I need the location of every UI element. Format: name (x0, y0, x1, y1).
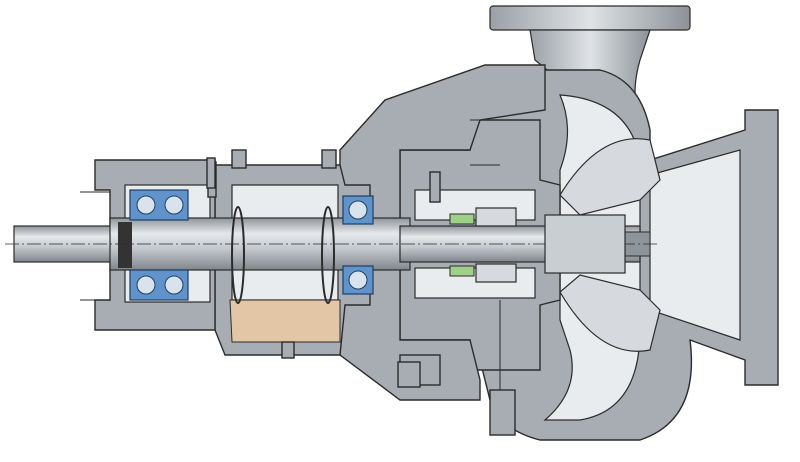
bearing-right-top (342, 195, 374, 225)
mechanical-seal (449, 207, 517, 283)
bearing-pair-left-top (129, 189, 189, 221)
bolts (206, 157, 441, 388)
impeller (544, 138, 661, 352)
oil-sump (229, 299, 341, 343)
leader-lines (80, 119, 501, 390)
bearing-right-bottom (342, 265, 374, 295)
bearing-pair-left-bottom (129, 269, 189, 301)
oil-rings (231, 206, 335, 304)
